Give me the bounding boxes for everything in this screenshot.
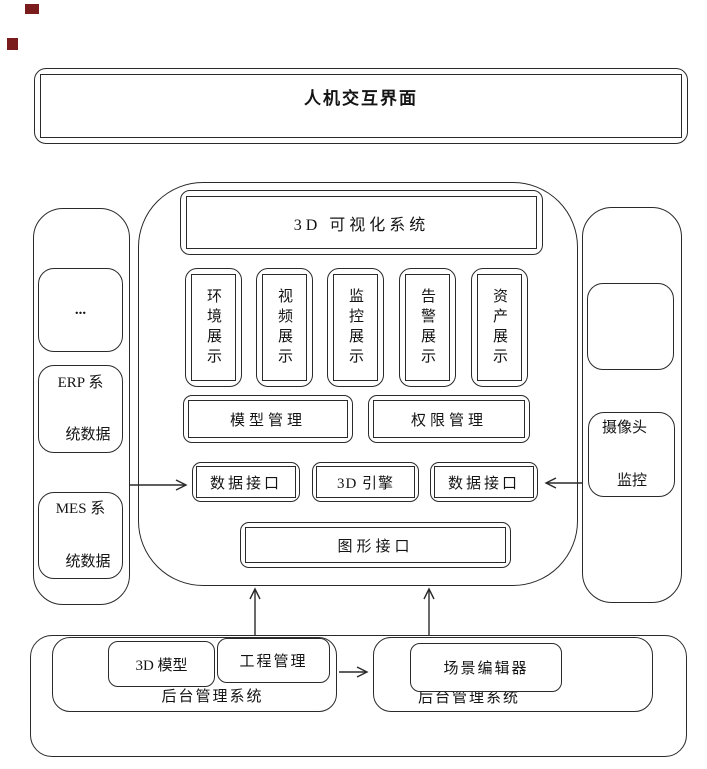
module-video-label: 视频展示 — [276, 287, 292, 368]
model-management-box: 模型管理 — [183, 395, 353, 443]
mes-line1: MES 系 — [55, 501, 106, 518]
viz-system-title: 3D 可视化系统 — [293, 216, 430, 234]
project-management-box: 工程管理 — [217, 638, 330, 683]
module-alarm-display: 告警展示 — [399, 268, 456, 387]
viz-system-title-box: 3D 可视化系统 — [180, 190, 543, 255]
mes-data-box: MES 系 统数据 — [38, 492, 123, 579]
scene-editor-box: 场景编辑器 — [410, 643, 562, 692]
project-management-label: 工程管理 — [239, 654, 308, 670]
camera-line2: 监控 — [617, 472, 648, 489]
other-sources-label: ... — [74, 301, 87, 318]
engine-label: 3D 引擎 — [336, 475, 395, 492]
camera-container — [582, 207, 682, 603]
camera-monitor-box: 摄像头 监控 — [588, 412, 675, 497]
module-monitor-display: 监控展示 — [327, 268, 384, 387]
module-monitor-label: 监控展示 — [347, 287, 363, 368]
scene-editor-label: 场景编辑器 — [443, 661, 529, 677]
data-interface-left-label: 数据接口 — [209, 475, 282, 492]
artifact-mark-2 — [7, 38, 18, 50]
erp-data-box: ERP 系 统数据 — [38, 365, 123, 453]
backend-left-label: 后台管理系统 — [161, 689, 264, 705]
model-3d-label: 3D 模型 — [135, 657, 188, 674]
arrow-backend-left-up-icon — [249, 587, 261, 636]
module-asset-label: 资产展示 — [491, 287, 507, 368]
module-alarm-label: 告警展示 — [419, 287, 435, 368]
hmi-banner: 人机交互界面 — [34, 68, 688, 144]
erp-line1: ERP 系 — [57, 374, 104, 391]
permission-management-box: 权限管理 — [368, 395, 530, 443]
model-management-label: 模型管理 — [229, 412, 306, 429]
permission-management-label: 权限管理 — [410, 412, 487, 429]
model-3d-box: 3D 模型 — [108, 641, 215, 687]
module-video-display: 视频展示 — [256, 268, 313, 387]
arrow-backend-right-up-icon — [423, 587, 435, 636]
artifact-mark-1 — [25, 4, 39, 14]
camera-empty-box — [587, 283, 674, 370]
erp-line2: 统数据 — [65, 427, 111, 444]
hmi-banner-label: 人机交互界面 — [304, 89, 418, 108]
data-interface-left-box: 数据接口 — [192, 462, 300, 502]
other-sources-box: ... — [38, 268, 123, 352]
backend-right-label: 后台管理系统 — [418, 690, 521, 706]
module-env-label: 环境展示 — [205, 287, 221, 368]
graphics-interface-box: 图形接口 — [240, 522, 511, 568]
mes-line2: 统数据 — [65, 553, 111, 570]
graphics-interface-label: 图形接口 — [337, 538, 414, 555]
module-asset-display: 资产展示 — [471, 268, 528, 387]
data-interface-right-box: 数据接口 — [430, 462, 538, 502]
module-env-display: 环境展示 — [185, 268, 242, 387]
camera-line1: 摄像头 — [602, 420, 648, 437]
engine-box: 3D 引擎 — [312, 462, 419, 502]
data-interface-right-label: 数据接口 — [447, 475, 520, 492]
